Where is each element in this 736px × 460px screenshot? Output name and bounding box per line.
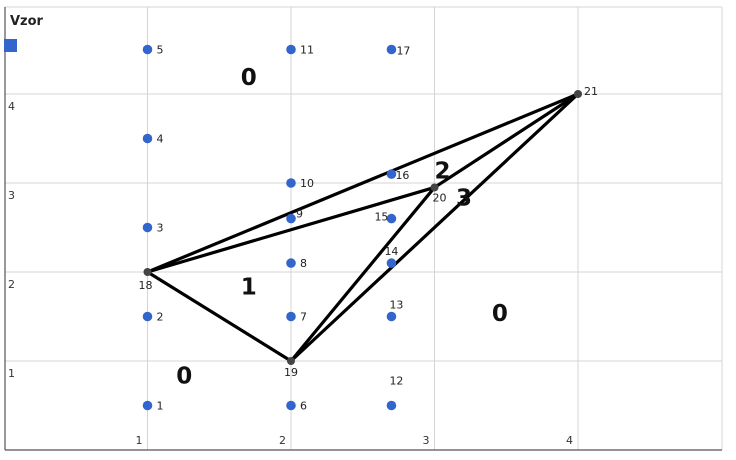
point-label: 13	[389, 299, 403, 312]
x-tick-label: 2	[279, 434, 286, 447]
x-tick-label: 3	[423, 434, 430, 447]
y-tick-label: 3	[8, 189, 15, 202]
point-marker	[287, 357, 295, 365]
legend-marker-icon	[4, 39, 17, 52]
point-marker	[286, 258, 296, 268]
point-marker	[142, 400, 153, 411]
region-label: 0	[492, 301, 508, 327]
point-label: 7	[300, 311, 307, 324]
point-label: 17	[396, 45, 410, 58]
region-label: 1	[241, 274, 257, 300]
edge-line	[145, 270, 293, 363]
point-label: 4	[157, 133, 164, 146]
point-marker	[143, 268, 152, 276]
y-tick-label: 1	[8, 367, 15, 380]
point-marker	[574, 90, 582, 98]
point-label: 18	[139, 279, 153, 292]
point-marker	[386, 213, 397, 224]
grid	[5, 6, 723, 450]
point-label: 5	[157, 44, 164, 57]
point-label: 2	[157, 311, 164, 324]
point-label: 21	[584, 85, 598, 98]
point-marker	[286, 44, 296, 55]
point-marker	[142, 311, 153, 322]
point-marker	[386, 44, 397, 55]
region-label: 3	[456, 185, 472, 211]
point-label: 3	[157, 222, 164, 235]
chart-title: Vzor	[10, 14, 44, 29]
point-label: 16	[395, 169, 409, 182]
point-label: 12	[389, 375, 403, 388]
y-tick-label: 4	[8, 100, 15, 113]
point-marker	[386, 311, 397, 322]
point-marker	[286, 400, 296, 411]
point-marker	[142, 44, 153, 55]
point-label: 10	[300, 177, 314, 190]
region-label: 0	[176, 363, 192, 389]
edge-line	[432, 92, 580, 190]
point-label: 19	[284, 366, 298, 379]
point-marker	[386, 258, 397, 268]
x-tick-label: 1	[136, 434, 143, 447]
point-marker	[142, 133, 153, 144]
point-label: 1	[157, 400, 164, 413]
x-tick-label: 4	[566, 434, 573, 447]
y-tick-label: 2	[8, 278, 15, 291]
point-marker	[386, 169, 397, 179]
point-marker	[386, 400, 397, 411]
region-label: 2	[435, 159, 451, 185]
point-marker	[286, 311, 296, 322]
region-label: 0	[241, 65, 257, 91]
point-label: 8	[300, 257, 307, 270]
edge-line	[145, 92, 580, 274]
point-label: 15	[374, 211, 388, 224]
point-marker	[286, 213, 296, 224]
edge-line	[145, 185, 437, 274]
point-label: 20	[433, 191, 447, 204]
edge-line	[289, 185, 437, 363]
point-marker	[286, 178, 296, 188]
edge-line	[289, 92, 580, 363]
edges	[145, 92, 580, 363]
point-label: 6	[300, 400, 307, 413]
point-label: 9	[296, 208, 303, 221]
point-marker	[142, 222, 153, 233]
point-label: 14	[384, 245, 398, 258]
point-label: 11	[300, 44, 314, 57]
point-marker	[430, 183, 439, 192]
